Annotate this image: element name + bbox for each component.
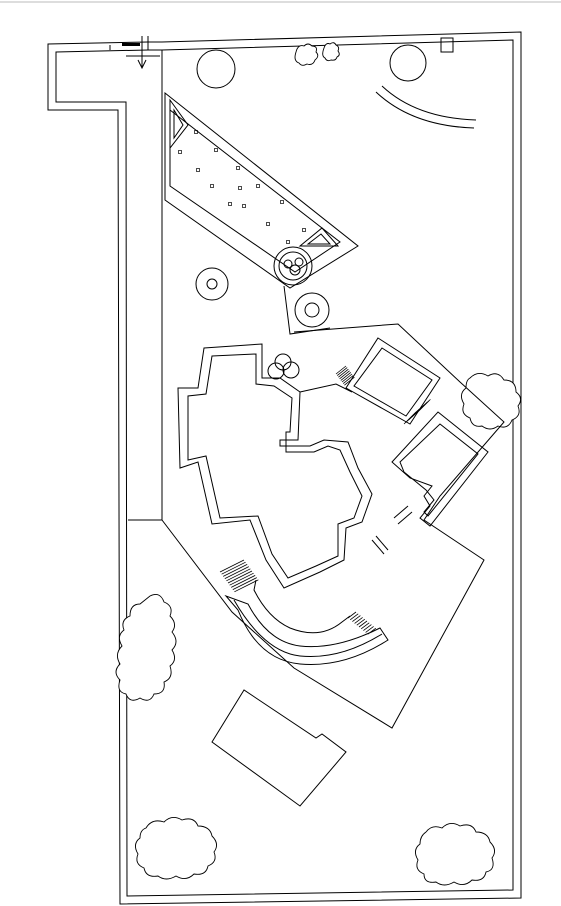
entrance-gate: [122, 36, 160, 70]
planter-dots: [178, 130, 306, 244]
stair-step-west: [224, 566, 249, 579]
stair-step-north: [335, 365, 347, 375]
stair-step-west: [219, 559, 245, 573]
round-trees: [195, 44, 427, 380]
stair-step-west: [232, 577, 257, 590]
stair-step-pool: [365, 626, 374, 633]
planter-dot: [266, 222, 270, 226]
stair-step-north: [336, 367, 348, 376]
stair-step-east: [418, 399, 431, 412]
planter-dot: [178, 150, 182, 154]
house-details: [371, 505, 413, 555]
stair-step-north: [344, 376, 355, 386]
planter-dot: [210, 184, 214, 188]
diagonal-planter-strip: [164, 91, 359, 289]
bushes: [115, 373, 521, 886]
stair-steps: [219, 365, 431, 635]
stair-step-pool: [360, 622, 370, 630]
planter-dot: [280, 200, 284, 204]
stair-step-west: [221, 561, 246, 575]
stair-step-pool: [358, 620, 368, 628]
annex-upper: [299, 337, 441, 425]
garden-path: [283, 285, 331, 335]
planter-dot: [256, 184, 260, 188]
terrace-outline: [161, 323, 505, 729]
planter-dot: [194, 130, 198, 134]
annex-lower: [391, 411, 489, 527]
stair-step-north: [340, 372, 352, 381]
stair-step-west: [226, 568, 251, 582]
stair-step-west: [234, 579, 259, 593]
drive-edge: [128, 50, 163, 521]
stair-step-pool: [354, 617, 363, 624]
stair-step-pool: [363, 624, 372, 631]
stair-step-north: [342, 375, 354, 384]
planter-dot: [214, 148, 218, 152]
stair-step-pool: [349, 613, 359, 621]
utility-box: [440, 37, 454, 53]
planter-dot: [242, 204, 246, 208]
planter-dot: [236, 166, 240, 170]
stair-step-north: [341, 373, 353, 383]
shrubs-top: [294, 42, 340, 66]
planter-dot: [228, 202, 232, 206]
stair-step-west: [231, 575, 256, 588]
planter-dot: [286, 240, 290, 244]
stair-step-pool: [356, 618, 366, 626]
house-footprint: [177, 343, 373, 589]
stair-step-pool: [352, 615, 361, 622]
curved-bench-arcs: [375, 85, 477, 129]
planter-dot: [196, 168, 200, 172]
curved-pool: [224, 579, 389, 665]
stair-step-west: [227, 570, 253, 584]
planter-dot: [238, 186, 242, 190]
stair-step-west: [223, 564, 248, 577]
stair-step-north: [338, 368, 349, 378]
stair-step-west: [229, 572, 254, 586]
planter-dot: [302, 228, 306, 232]
stair-step-north: [339, 370, 350, 380]
property-boundary: [47, 31, 522, 905]
outbuilding: [211, 689, 347, 807]
